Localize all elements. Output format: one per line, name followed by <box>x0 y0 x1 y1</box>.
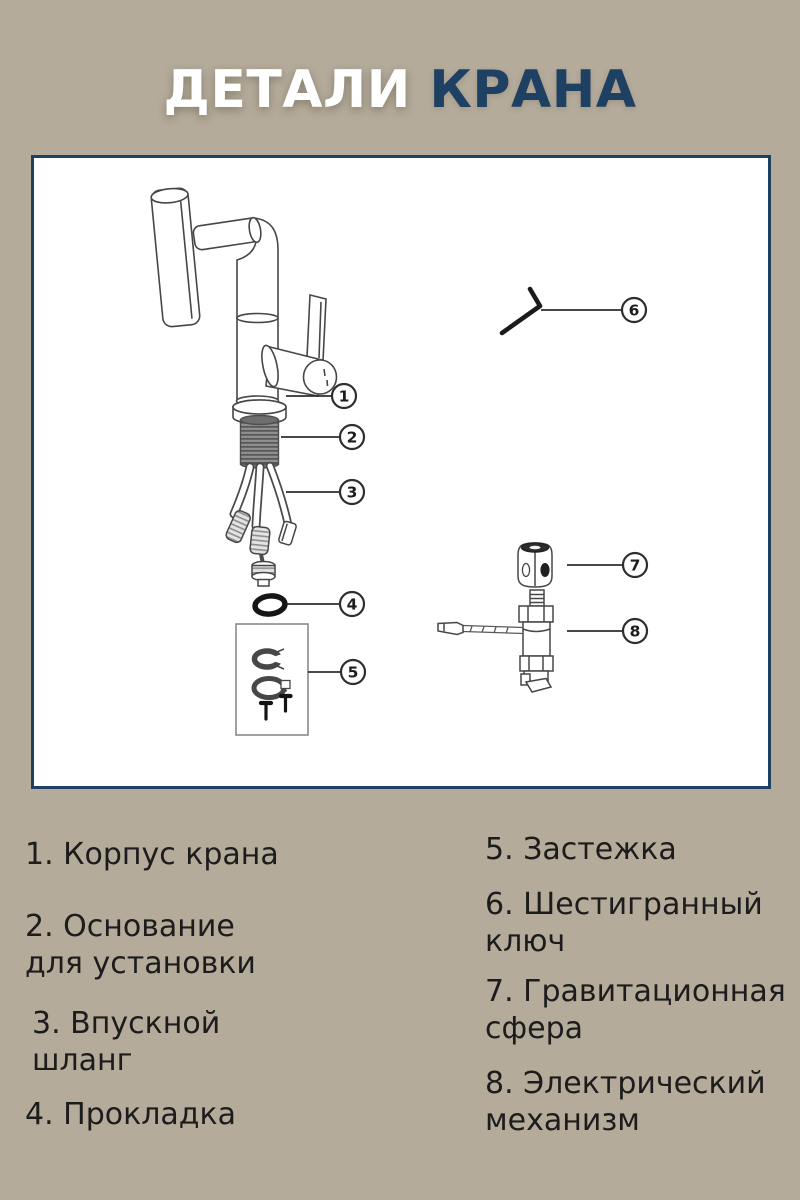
svg-text:8: 8 <box>630 623 641 641</box>
spout-cylinder <box>150 187 201 328</box>
callout-7: 7 <box>621 551 649 579</box>
screws <box>258 693 293 721</box>
part-item-2: 2. Основание для установки <box>25 909 256 981</box>
part-item-4: 4. Прокладка <box>25 1097 237 1132</box>
title-word-primary: ДЕТАЛИ <box>163 60 411 120</box>
callout-4: 4 <box>338 590 366 618</box>
part-item-8: 8. Электрический механизм <box>485 1066 766 1138</box>
svg-text:4: 4 <box>347 596 358 614</box>
callout-1: 1 <box>330 382 358 410</box>
part-item-6: 6. Шестигранный ключ <box>485 887 763 959</box>
electric-mechanism <box>437 589 554 693</box>
callout-2: 2 <box>338 423 366 451</box>
svg-text:1: 1 <box>339 388 350 406</box>
part-item-3: 3. Впускной шланг <box>32 1006 221 1078</box>
cable-connector <box>437 621 464 636</box>
part-item-7: 7. Гравитационная сфера <box>485 974 786 1046</box>
callouts: 1 2 3 4 5 6 7 8 <box>330 296 649 686</box>
faucet-body-drawing <box>150 187 338 425</box>
faucet-exploded-diagram: 1 2 3 4 5 6 7 8 <box>150 187 649 736</box>
hex-key <box>499 286 543 336</box>
power-cable <box>462 624 524 635</box>
callout-6: 6 <box>620 296 648 324</box>
svg-text:5: 5 <box>348 664 359 682</box>
page-title: ДЕТАЛИ КРАНА <box>0 64 800 116</box>
callout-leader-lines <box>281 309 622 673</box>
callout-3: 3 <box>338 478 366 506</box>
callout-8: 8 <box>621 617 649 645</box>
hose-connectors <box>225 509 297 587</box>
part-item-5: 5. Застежка <box>485 832 677 867</box>
part-item-1: 1. Корпус крана <box>25 837 279 872</box>
lock-washer <box>251 676 291 700</box>
handle-lever <box>306 293 327 363</box>
svg-text:6: 6 <box>629 302 640 320</box>
c-clip <box>251 648 294 670</box>
gravity-sphere <box>517 542 553 588</box>
svg-text:7: 7 <box>630 557 641 575</box>
clasp-kit-box <box>235 623 309 736</box>
o-ring-gasket <box>252 593 288 617</box>
svg-text:3: 3 <box>347 484 358 502</box>
arm-joint-seam <box>248 216 262 244</box>
pipe-seam <box>236 312 279 324</box>
inlet-hoses <box>229 461 293 531</box>
callout-5: 5 <box>339 658 367 686</box>
mounting-threads <box>239 414 280 469</box>
title-word-accent: КРАНА <box>429 60 637 120</box>
svg-text:2: 2 <box>347 429 358 447</box>
handle-hub <box>261 344 338 397</box>
diagram-panel: 1 2 3 4 5 6 7 8 <box>31 155 771 789</box>
